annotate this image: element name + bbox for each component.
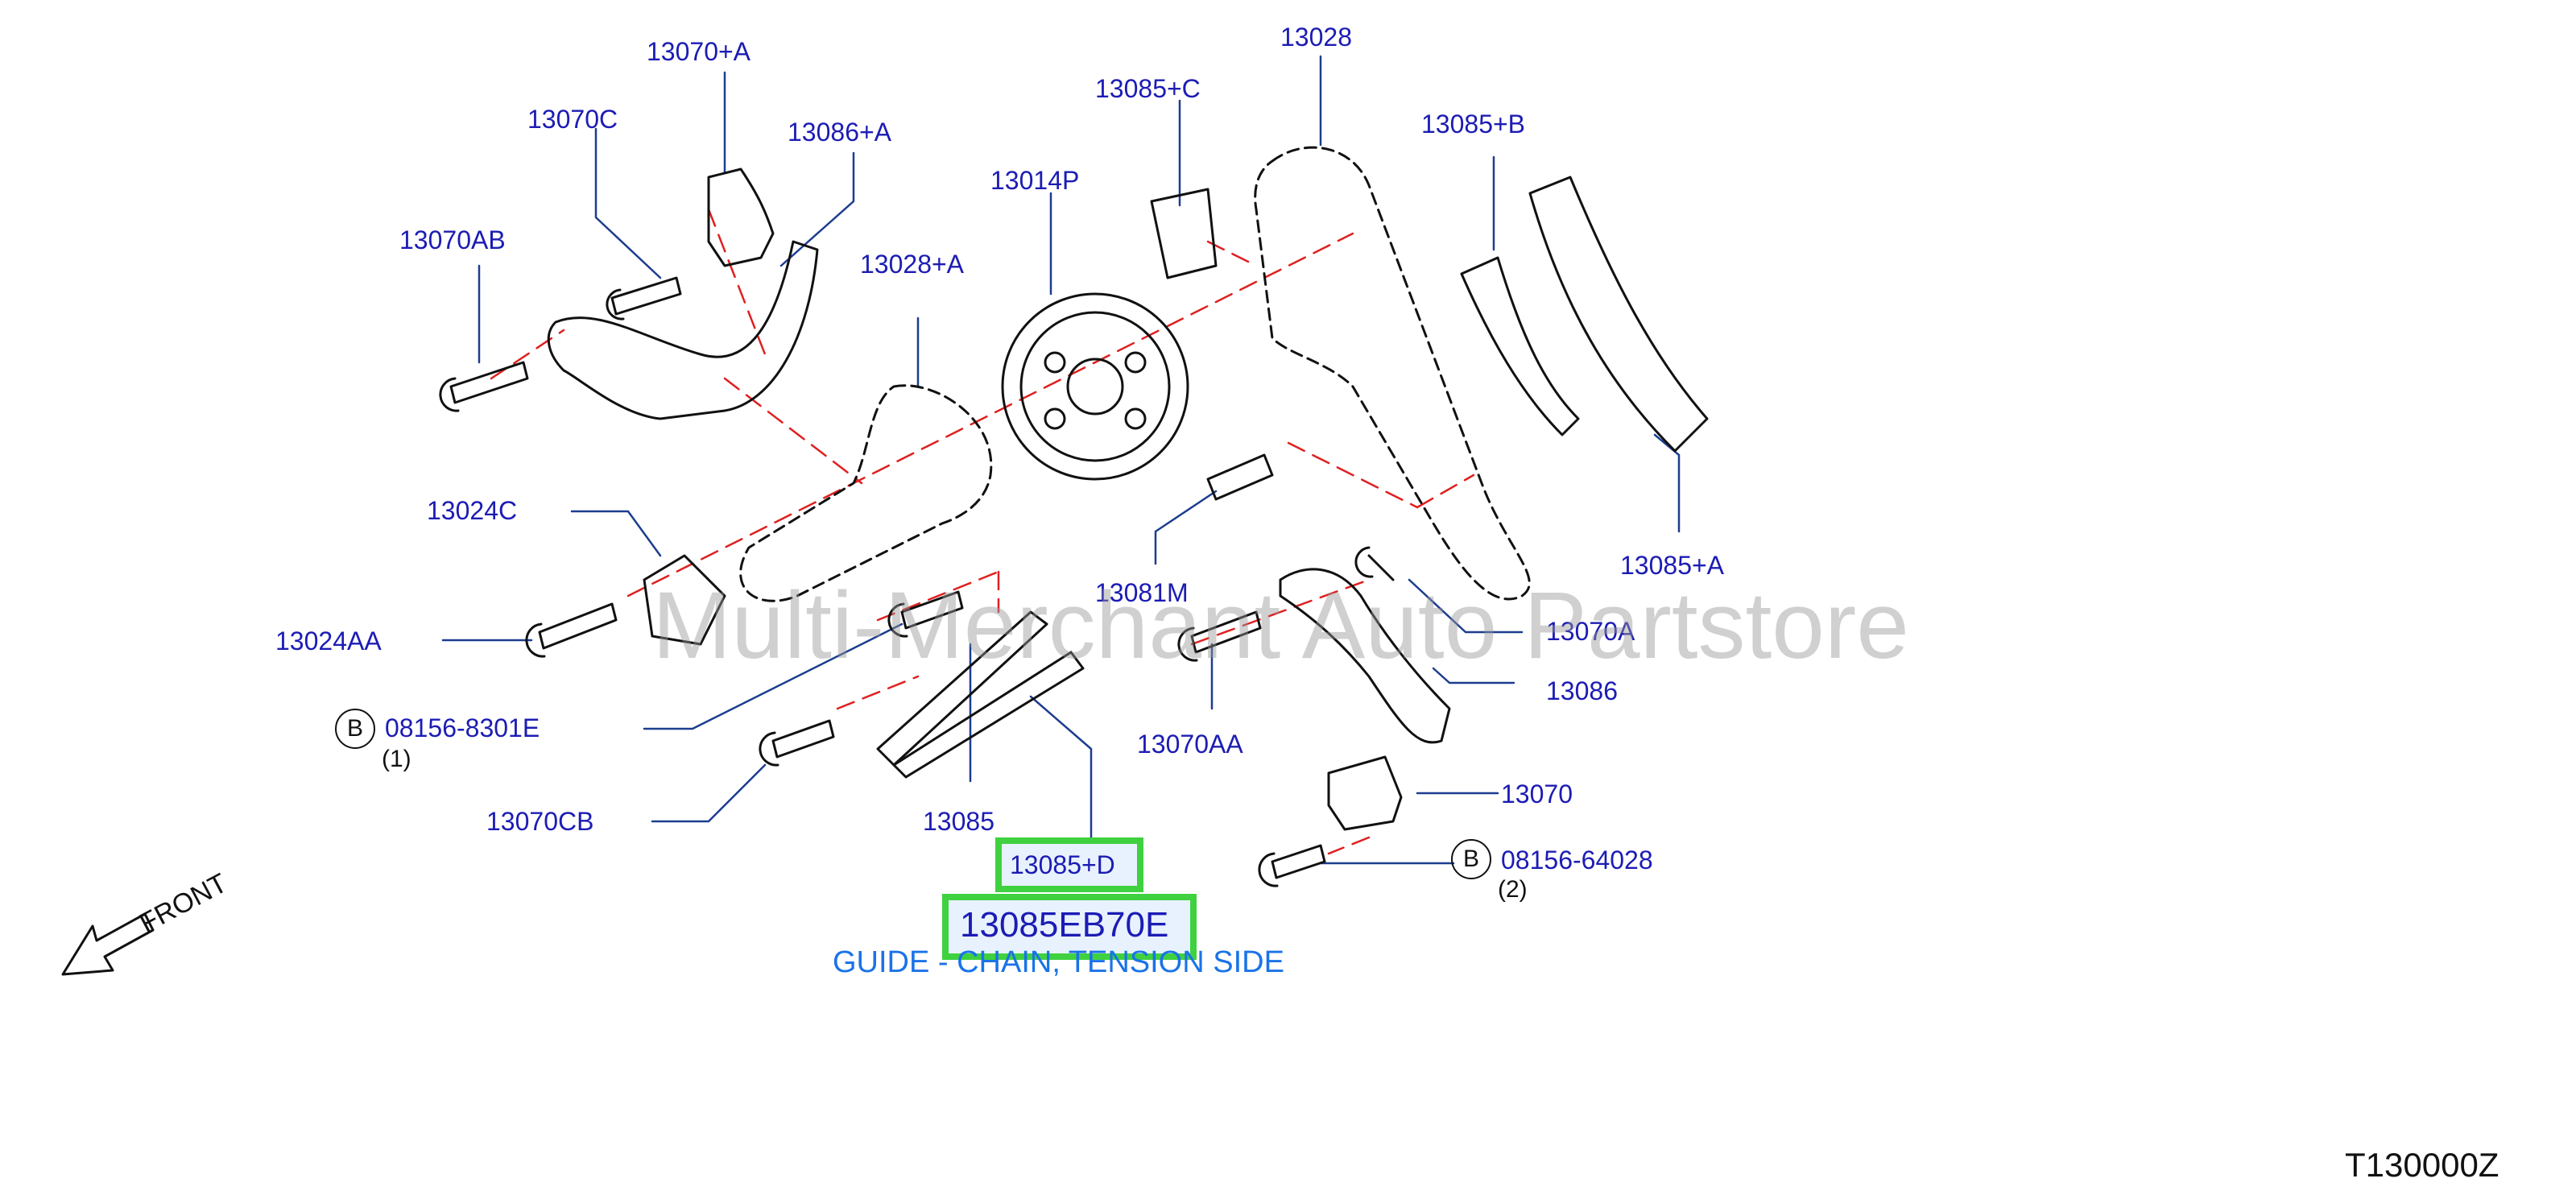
chain-small [739,384,993,602]
label-13024aa[interactable]: 13024AA [275,626,382,655]
label-13086[interactable]: 13086 [1546,676,1618,705]
plunger-13081M [1206,453,1274,501]
tensioner-arm-upper [547,240,819,420]
bolt-13070A [1354,546,1395,581]
watermark: Multi-Merchant Auto Partstore [652,573,1909,679]
bolt-marker-b-1: B [335,709,375,749]
label-13085[interactable]: 13085 [923,807,994,836]
label-13070a[interactable]: 13070A [1546,617,1635,646]
label-13028[interactable]: 13028 [1280,23,1352,52]
label-13085-plus-d[interactable]: 13085+D [1010,850,1115,879]
chain-large [1254,146,1531,601]
label-13070aa[interactable]: 13070AA [1137,730,1243,759]
label-13070cb[interactable]: 13070CB [486,807,594,836]
part-description: GUIDE - CHAIN, TENSION SIDE [833,945,1284,979]
guide-13085A [1528,176,1709,453]
highlight-box-part-number[interactable] [942,894,1197,960]
sprocket [1001,292,1189,481]
leader-lines [441,55,1681,865]
label-13070c[interactable]: 13070C [527,105,618,134]
label-13085-plus-a[interactable]: 13085+A [1620,551,1725,580]
label-13028-plus-a[interactable]: 13028+A [860,250,965,279]
quantity-note-2: (2) [1498,876,1528,903]
tensioner-upper [707,167,775,267]
guide-13085C [1150,188,1218,279]
label-13081m[interactable]: 13081M [1095,578,1189,607]
guide-13085 [876,610,1048,767]
guide-13085D [892,651,1085,779]
label-13014p[interactable]: 13014P [990,166,1080,195]
tensioner-13070 [1327,755,1403,831]
label-13024c[interactable]: 13024C [427,496,518,525]
pin-13070AB [439,361,529,412]
centerlines [490,208,1475,855]
label-13070-plus-a[interactable]: 13070+A [647,37,751,66]
highlight-box-13085-plus-d[interactable] [995,837,1143,892]
label-08156-8301e[interactable]: 08156-8301E [385,713,540,742]
diagram-code: T130000Z [2345,1146,2500,1184]
quantity-note-1: (1) [382,746,411,772]
bolt-13024AA [525,602,618,658]
highlighted-part-number[interactable]: 13085EB70E [960,905,1169,945]
label-13070ab[interactable]: 13070AB [399,225,506,254]
bolt-13070CB [759,719,835,767]
label-08156-64028[interactable]: 08156-64028 [1501,846,1653,875]
label-13070[interactable]: 13070 [1501,779,1573,808]
label-13086-plus-a[interactable]: 13086+A [788,118,892,147]
label-13085-plus-b[interactable]: 13085+B [1421,110,1526,139]
bolt-08156-64028 [1258,844,1326,887]
label-13085-plus-c[interactable]: 13085+C [1095,74,1201,103]
bolt-13070AA [1177,610,1262,662]
guide-13085B [1460,256,1580,436]
bolt-08156-8301E [887,590,964,638]
tensioner-arm-lower [1279,568,1451,744]
bolt-13070C [606,276,682,320]
cover-plate [643,554,726,646]
bolt-marker-b-2: B [1451,839,1491,879]
front-arrow-icon [61,912,155,976]
